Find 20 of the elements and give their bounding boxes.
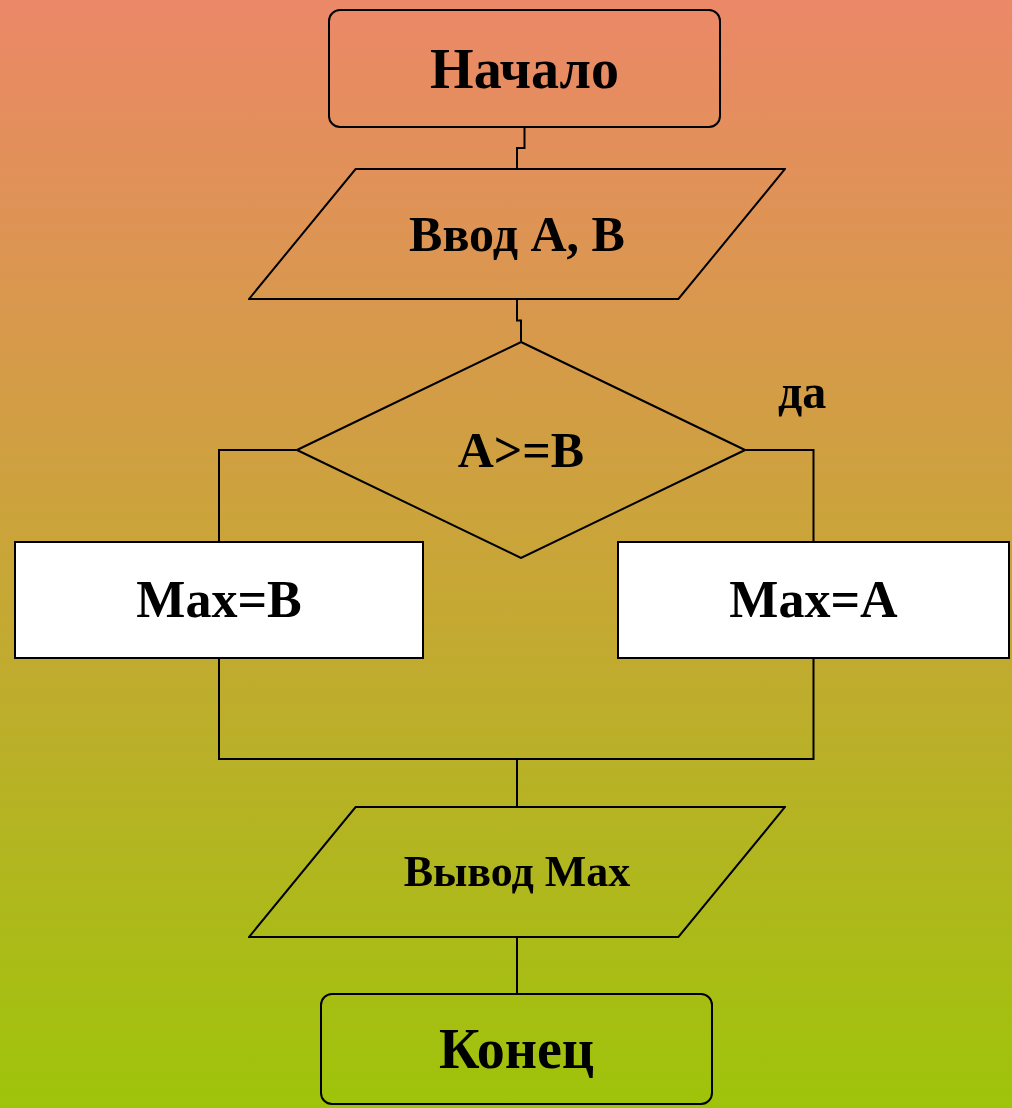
connector-line [218,449,297,542]
end-terminator [320,993,713,1105]
node-label: Max=B [136,574,302,626]
connector-line [745,449,815,542]
edge-label: да [778,368,827,416]
output-parallelogram [248,806,786,938]
start-terminator [328,9,721,128]
node-label: Max=A [729,574,898,626]
connector-line [516,299,522,342]
node-label: Конец [438,1021,595,1077]
decision-diamond [296,341,746,559]
node-label: Ввод A, B [409,209,625,259]
node-label: Начало [430,40,619,97]
node-label: A>=B [457,425,585,475]
connector-line [516,937,518,994]
process-box [617,541,1010,659]
process-box [14,541,424,659]
node-label: Вывод Max [403,850,631,894]
input-parallelogram [248,168,786,300]
connector-line [516,127,526,169]
